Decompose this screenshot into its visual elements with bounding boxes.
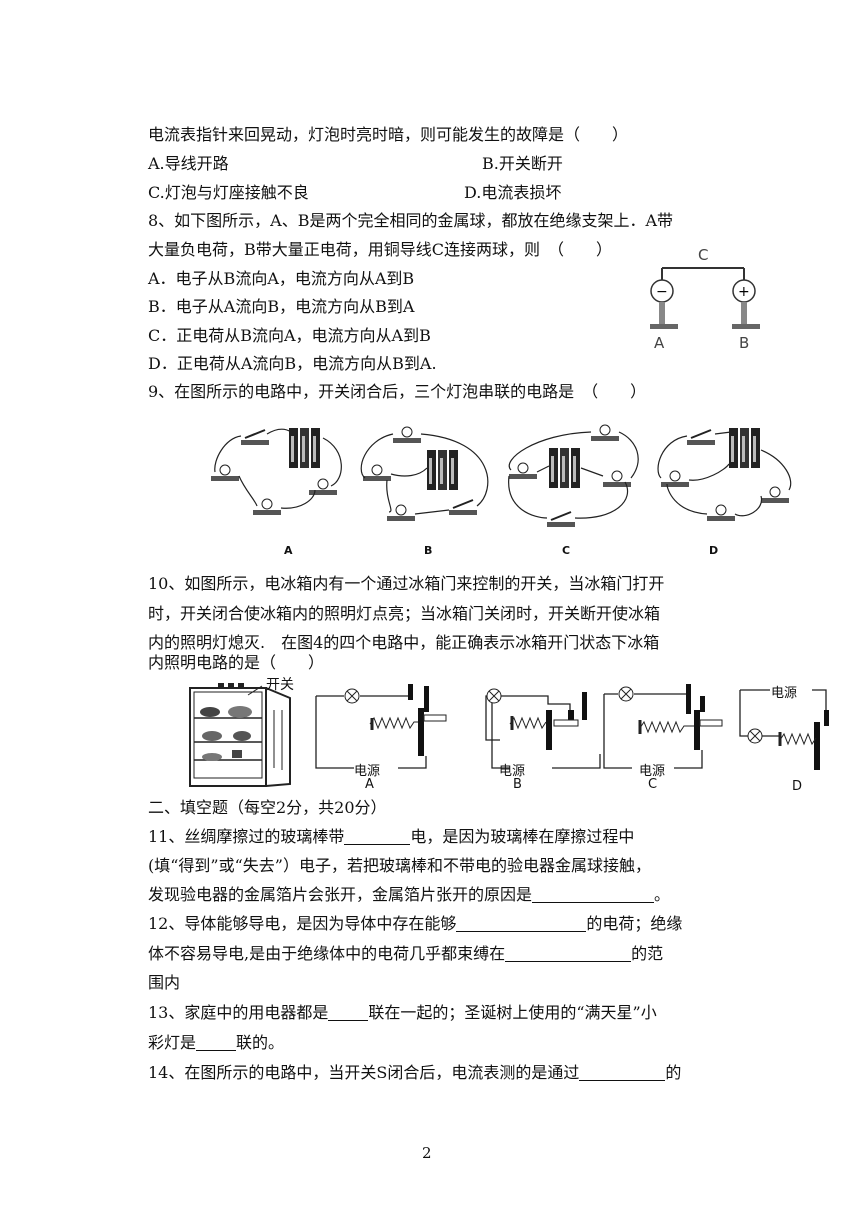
q13-text-2b: 联的。: [236, 1033, 285, 1052]
page-number: 2: [422, 1144, 432, 1162]
q10-label-c: C: [648, 777, 658, 792]
q10-stem-line3: 内的照明灯熄灭. 在图4的四个电路中，能正确表示冰箱开门状态下冰箱: [148, 633, 660, 652]
q9-circuit-b: [360, 426, 489, 522]
q12-line2: 体不容易导电,是由于绝缘体中的电荷几乎都束缚在 的范: [148, 943, 663, 965]
q8-option-c: C．正电荷从B流向A，电流方向从A到B: [148, 326, 431, 345]
q10-circuit-d: [739, 689, 829, 770]
q13-text-2a: 彩灯是: [148, 1033, 197, 1052]
q11-blank-2[interactable]: [532, 886, 655, 903]
q8-plus-sign: +: [738, 284, 750, 300]
q11-line2: (填“得到”或“失去”）电子，若把玻璃棒和不带电的验电器金属球接触，: [148, 856, 651, 875]
q9-circuit-c: [508, 424, 639, 528]
q8-option-d: D．正电荷从A流向B，电流方向从B到A.: [148, 354, 437, 373]
section2-heading: 二、填空题（每空2分，共20分）: [148, 798, 387, 817]
q10-stem-line1: 10、如图所示，电冰箱内有一个通过冰箱门来控制的开关，当冰箱门打开: [148, 574, 665, 593]
q9-label-c: C: [562, 544, 571, 557]
q7-option-b: B.开关断开: [482, 154, 563, 173]
q10-circuit-c: [603, 684, 723, 769]
q13-text-1a: 13、家庭中的用电器都是: [148, 1003, 329, 1022]
q10-power-label-d: 电源: [771, 686, 798, 701]
q12-text-1b: 的电荷；绝缘: [586, 914, 683, 933]
q14-text-1b: 的: [665, 1063, 682, 1082]
q10-stem-line2: 时，开关闭合使冰箱内的照明灯点亮；当冰箱门关闭时，开关断开使冰箱: [148, 604, 661, 623]
q12-line3: 围内: [148, 973, 181, 992]
q8-ball-a-label: A: [654, 334, 665, 352]
q13-line2: 彩灯是 联的。: [148, 1032, 284, 1054]
q13-blank-2[interactable]: [196, 1034, 237, 1051]
q11-text-1a: 11、丝绸摩擦过的玻璃棒带: [148, 827, 345, 846]
q8-option-a: A．电子从B流向A，电流方向从A到B: [148, 269, 415, 288]
q7-option-d: D.电流表损坏: [464, 183, 562, 202]
q9-circuits-figure: [210, 424, 792, 528]
q10-fridge-figure: [189, 683, 291, 787]
q12-text-1a: 12、导体能够导电，是因为导体中存在能够: [148, 914, 457, 933]
q12-blank-2[interactable]: [505, 945, 632, 962]
q12-text-2a: 体不容易导电,是由于绝缘体中的电荷几乎都束缚在: [148, 944, 506, 963]
q9-circuit-a: [210, 428, 342, 516]
q9-circuit-d: [657, 428, 792, 522]
q9-label-a: A: [284, 544, 293, 557]
q10-circuit-a: [315, 684, 447, 769]
q14-text-1a: 14、在图所示的电路中，当开关S闭合后，电流表测的是通过: [148, 1063, 580, 1082]
q8-minus-sign: −: [656, 284, 668, 300]
q8-wire-label: C: [698, 246, 708, 264]
q7-stem: 电流表指针来回晃动，灯泡时亮时暗，则可能发生的故障是（ ）: [148, 125, 629, 144]
q10-label-b: B: [513, 777, 522, 792]
q13-text-1b: 联在一起的；圣诞树上使用的“满天星”小: [368, 1003, 657, 1022]
q8-stem-line2: 大量负电荷，B带大量正电荷，用铜导线C连接两球，则 （ ）: [148, 240, 613, 259]
q11-text-3a: 发现验电器的金属箔片会张开，金属箔片张开的原因是: [148, 885, 533, 904]
q10-circuits-figure: [315, 684, 829, 770]
q10-stem-line4: 内照明电路的是（ ）: [148, 653, 325, 672]
q10-power-label-b: 电源: [499, 764, 526, 779]
q9-label-d: D: [709, 544, 719, 557]
q13-blank-1[interactable]: [328, 1004, 369, 1021]
q8-ball-b-label: B: [739, 334, 749, 352]
q11-line3: 发现验电器的金属箔片会张开，金属箔片张开的原因是 。: [148, 884, 670, 906]
q12-blank-1[interactable]: [456, 915, 587, 932]
q11-text-3b: 。: [654, 885, 671, 904]
q10-switch-label: 开关: [266, 677, 294, 693]
q8-stem-line1: 8、如下图所示，A、B是两个完全相同的金属球，都放在绝缘支架上．A带: [148, 211, 674, 230]
q8-metal-balls-figure: − + C A B: [650, 246, 760, 352]
q10-power-label-a: 电源: [354, 764, 381, 779]
q9-stem: 9、在图所示的电路中，开关闭合后，三个灯泡串联的电路是 （ ）: [148, 382, 647, 401]
q11-text-1b: 电，是因为玻璃棒在摩擦过程中: [410, 827, 635, 846]
q7-option-c: C.灯泡与灯座接触不良: [148, 183, 309, 202]
q12-line1: 12、导体能够导电，是因为导体中存在能够 的电荷；绝缘: [148, 913, 682, 935]
q12-text-2b: 的范: [631, 944, 664, 963]
q10-label-a: A: [365, 777, 374, 792]
q8-option-b: B．电子从A流向B，电流方向从B到A: [148, 297, 415, 316]
q11-line1: 11、丝绸摩擦过的玻璃棒带 电，是因为玻璃棒在摩擦过程中: [148, 826, 634, 848]
q14-line1: 14、在图所示的电路中，当开关S闭合后，电流表测的是通过 的: [148, 1062, 681, 1084]
q13-line1: 13、家庭中的用电器都是 联在一起的；圣诞树上使用的“满天星”小: [148, 1002, 657, 1024]
q10-power-label-c: 电源: [639, 764, 666, 779]
q11-blank-1[interactable]: [344, 828, 411, 845]
q14-blank-1[interactable]: [579, 1064, 666, 1081]
q9-label-b: B: [424, 544, 433, 557]
q10-circuit-b: [485, 688, 601, 769]
q10-label-d: D: [792, 779, 803, 794]
q7-option-a: A.导线开路: [148, 154, 229, 173]
